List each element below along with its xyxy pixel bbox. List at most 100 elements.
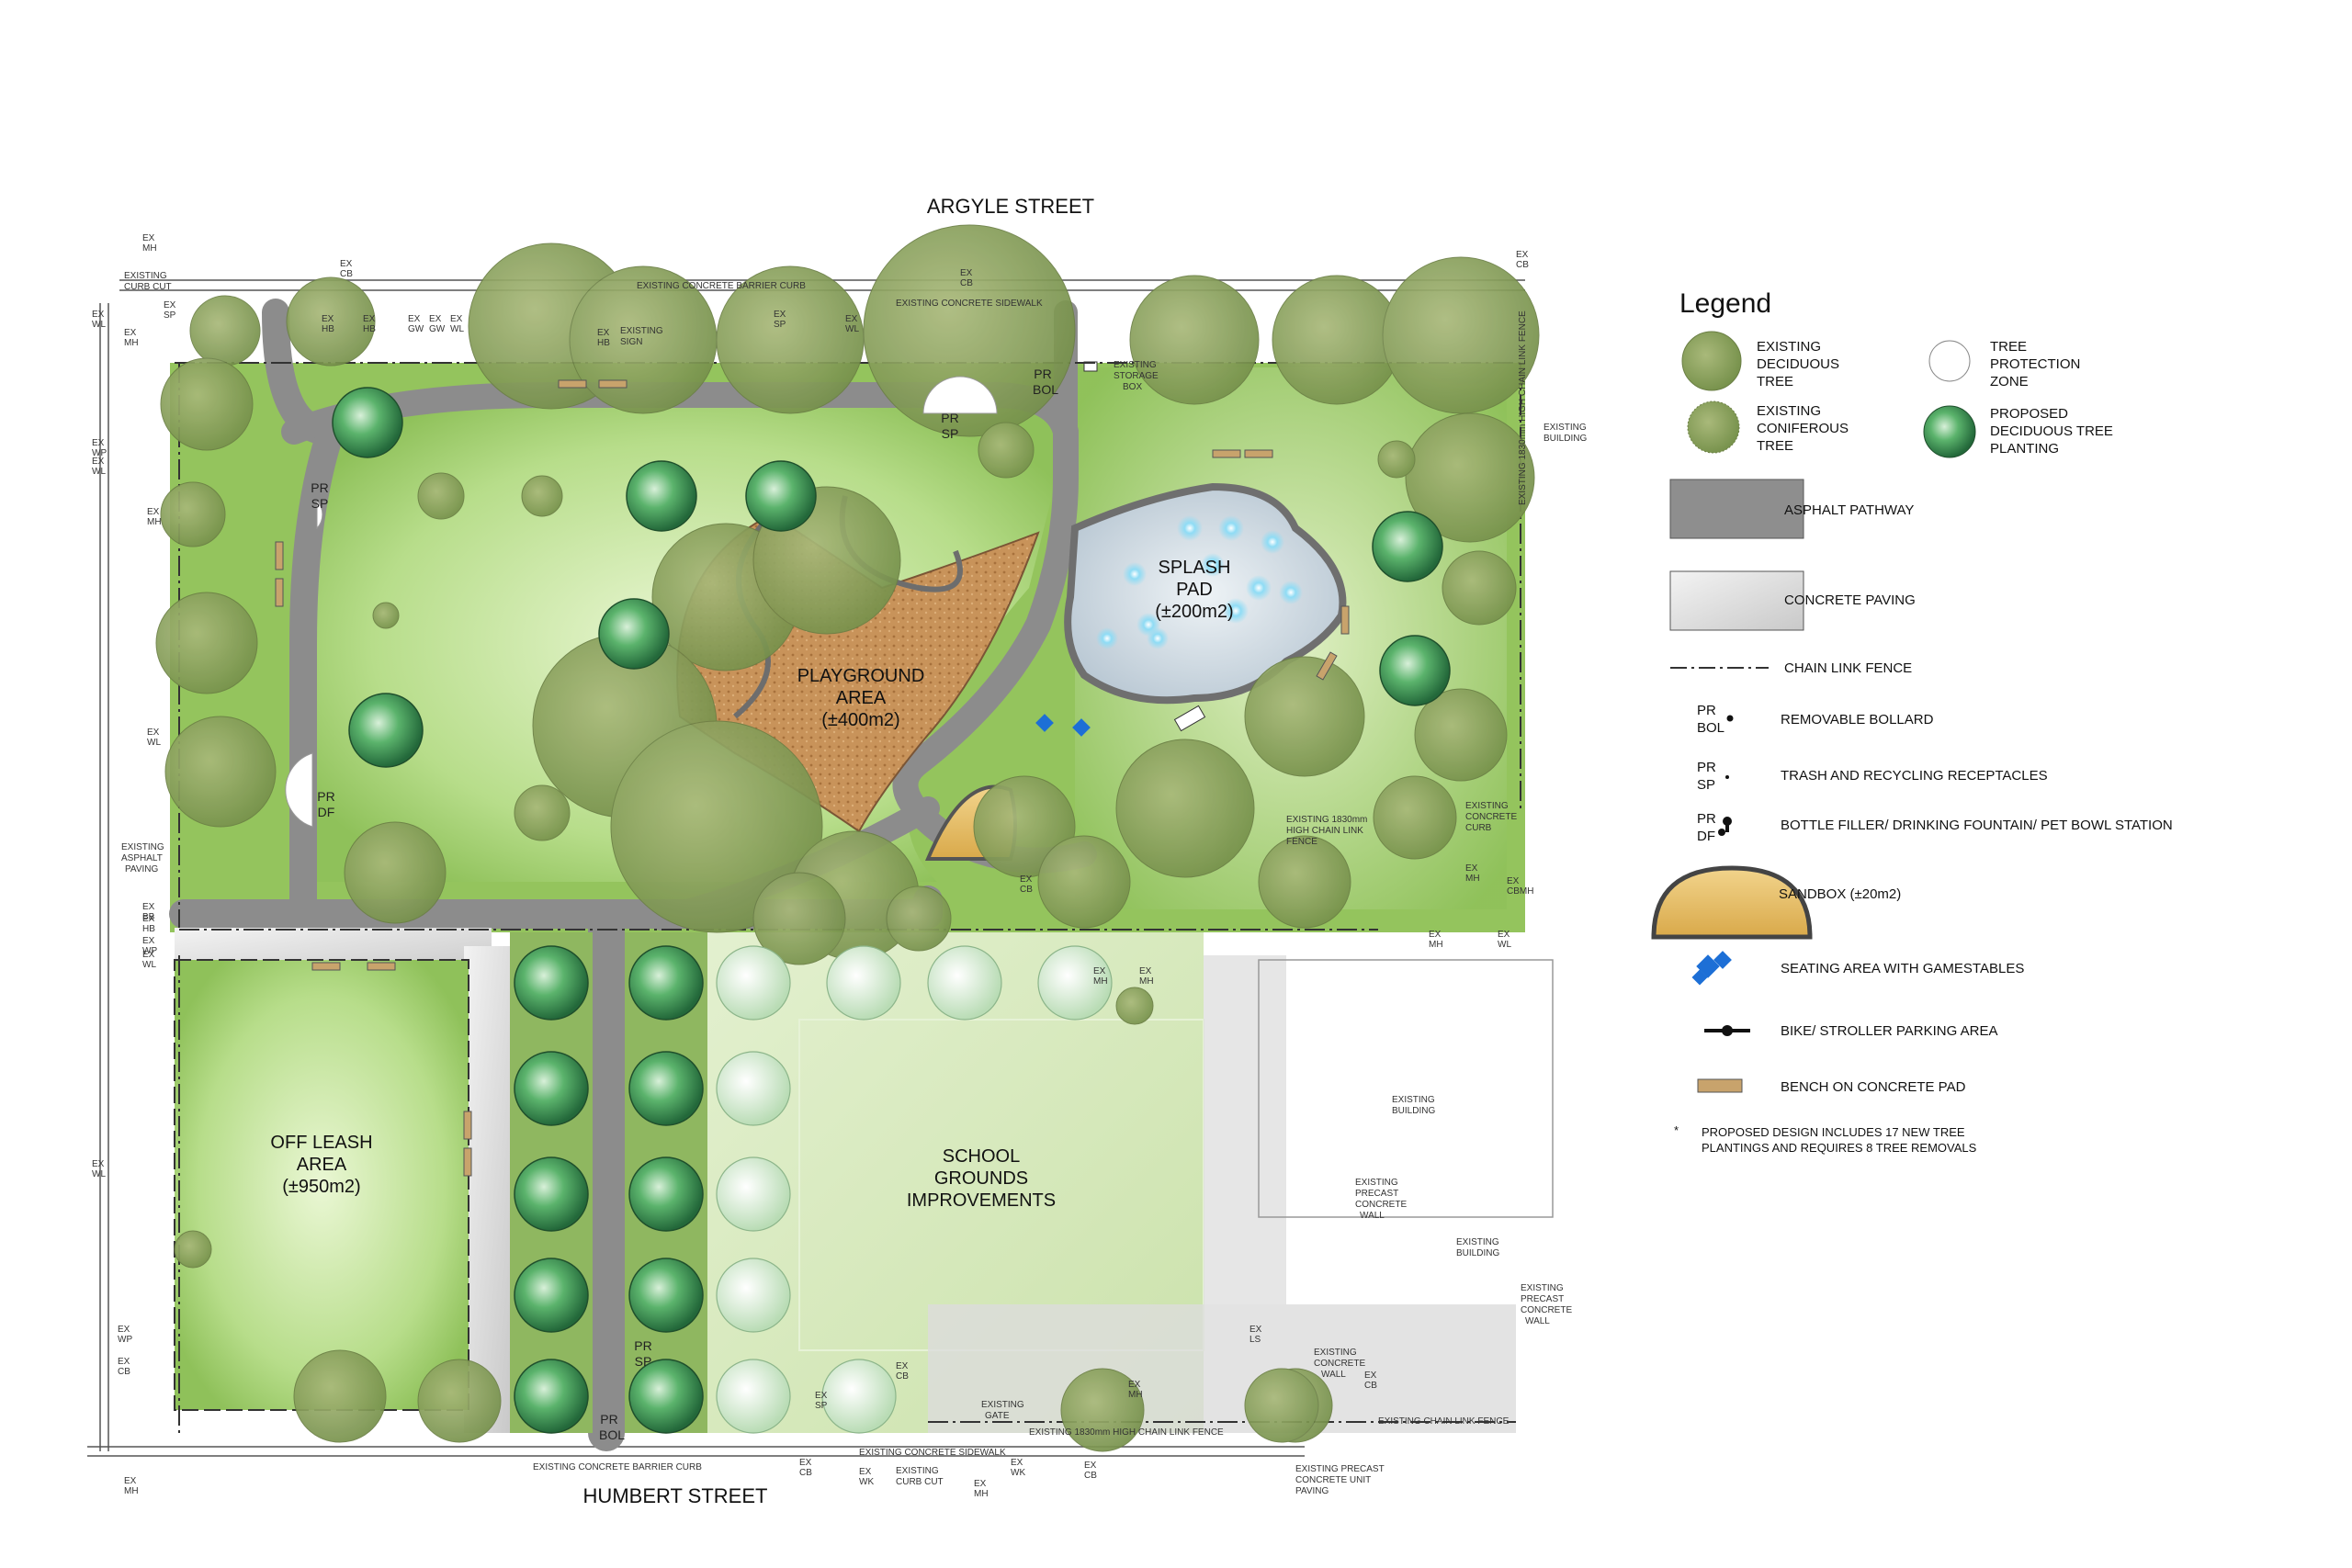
svg-text:OFF LEASH: OFF LEASH [270,1133,372,1153]
svg-text:BUILDING: BUILDING [1456,1248,1499,1258]
svg-text:BUILDING: BUILDING [1392,1106,1435,1116]
svg-text:CONCRETE: CONCRETE [1314,1359,1365,1369]
legend-label-bollard: REMOVABLE BOLLARD [1781,712,1934,728]
svg-text:EXISTING: EXISTING [896,1466,939,1476]
school-proposed-trees [716,945,1113,1434]
svg-text:BOX: BOX [1123,382,1142,392]
svg-text:ASPHALT: ASPHALT [121,853,163,863]
svg-text:WALL: WALL [1321,1370,1346,1380]
svg-text:EXISTING CHAIN LINK FENCE: EXISTING CHAIN LINK FENCE [1378,1416,1510,1427]
svg-text:EXISTING: EXISTING [1544,423,1587,433]
off-leash-lawn [174,959,469,1411]
svg-text:BOL: BOL [1033,382,1058,397]
legend-tag-receptacles: PR SP [1697,760,1716,793]
legend: Legend EXISTING DECIDUOUS TREE TREE PROT… [1651,288,2173,1155]
svg-text:HIGH CHAIN LINK: HIGH CHAIN LINK [1286,826,1363,836]
off-leash-label: OFF LEASH AREA (±950m2) [270,1133,372,1197]
svg-text:PAD: PAD [1176,580,1213,600]
svg-text:(±400m2): (±400m2) [821,710,899,730]
svg-text:CONIFEROUS: CONIFEROUS [1757,421,1849,436]
svg-text:EXISTING: EXISTING [1314,1348,1357,1358]
legend-swatch-tree-protection [1928,340,1971,382]
svg-text:PAVING: PAVING [1295,1486,1329,1496]
legend-swatch-asphalt [1669,479,1804,539]
svg-text:PRECAST: PRECAST [1355,1189,1398,1199]
svg-text:PR: PR [634,1338,651,1353]
svg-text:DF: DF [318,805,335,819]
splash-pad-label: SPLASH PAD (±200m2) [1155,558,1233,622]
svg-text:PR: PR [311,480,328,495]
existing-trees [155,224,1540,1452]
svg-text:PRECAST: PRECAST [1521,1294,1564,1304]
svg-text:EXISTING CONCRETE BARRIER CURB: EXISTING CONCRETE BARRIER CURB [637,281,806,291]
svg-text:CURB: CURB [1465,823,1492,833]
svg-text:EXISTING: EXISTING [1355,1178,1398,1188]
svg-text:PR: PR [1697,811,1716,827]
legend-label-asphalt-text: ASPHALT PATHWAY [1784,502,1914,518]
svg-text:TREE: TREE [1757,438,1793,454]
legend-label-sandbox: SANDBOX (±20m2) [1779,886,1901,902]
svg-text:EXISTING: EXISTING [620,326,663,336]
legend-tag-fountain: PR DF [1697,811,1716,844]
svg-text:SP: SP [311,496,329,511]
seating-area-gametables [1035,714,1091,737]
svg-text:EXISTING: EXISTING [1757,339,1821,355]
svg-text:EXISTING: EXISTING [1114,360,1157,370]
svg-text:EXISTING: EXISTING [1465,801,1509,811]
svg-text:CONCRETE: CONCRETE [1355,1200,1407,1210]
legend-label-receptacles: TRASH AND RECYCLING RECEPTACLES [1781,768,2048,784]
svg-text:TREE: TREE [1990,339,2027,355]
svg-text:PROTECTION: PROTECTION [1990,356,2080,372]
svg-text:PR: PR [1697,760,1716,775]
svg-text:EXISTING: EXISTING [121,842,164,852]
legend-receptacle-dot [1725,775,1729,779]
svg-text:BOL: BOL [1697,720,1724,736]
legend-swatch-sandbox [1651,865,1813,940]
svg-text:CONCRETE UNIT: CONCRETE UNIT [1295,1475,1371,1485]
existing-building-school [1258,959,1554,1218]
svg-text:EXISTING: EXISTING [1392,1095,1435,1105]
svg-text:SPLASH: SPLASH [1159,558,1231,578]
svg-text:EXISTING 1830mm HIGH CHAIN LIN: EXISTING 1830mm HIGH CHAIN LINK FENCE [1518,310,1528,505]
svg-text:BOL: BOL [599,1427,625,1442]
svg-text:DECIDUOUS: DECIDUOUS [1757,356,1839,372]
legend-label-gametables: SEATING AREA WITH GAMESTABLES [1781,961,2024,976]
school-grounds-label: SCHOOL GROUNDS IMPROVEMENTS [907,1146,1056,1211]
svg-text:EXISTING CONCRETE SIDEWALK: EXISTING CONCRETE SIDEWALK [896,299,1043,309]
street-label-argyle: ARGYLE STREET [927,195,1094,218]
legend-label-fence: CHAIN LINK FENCE [1784,660,1912,676]
svg-text:IMPROVEMENTS: IMPROVEMENTS [907,1190,1056,1211]
legend-swatch-existing-deciduous [1681,331,1742,391]
bike-parking-icon [1704,1025,1750,1036]
legend-note-mark: * [1674,1123,1679,1137]
svg-text:WALL: WALL [1525,1316,1550,1326]
svg-text:EXISTING: EXISTING [1757,403,1821,419]
svg-text:PR: PR [600,1412,617,1427]
svg-text:SP: SP [635,1354,652,1369]
legend-swatch-concrete [1669,570,1804,631]
svg-text:EXISTING: EXISTING [1456,1237,1499,1247]
